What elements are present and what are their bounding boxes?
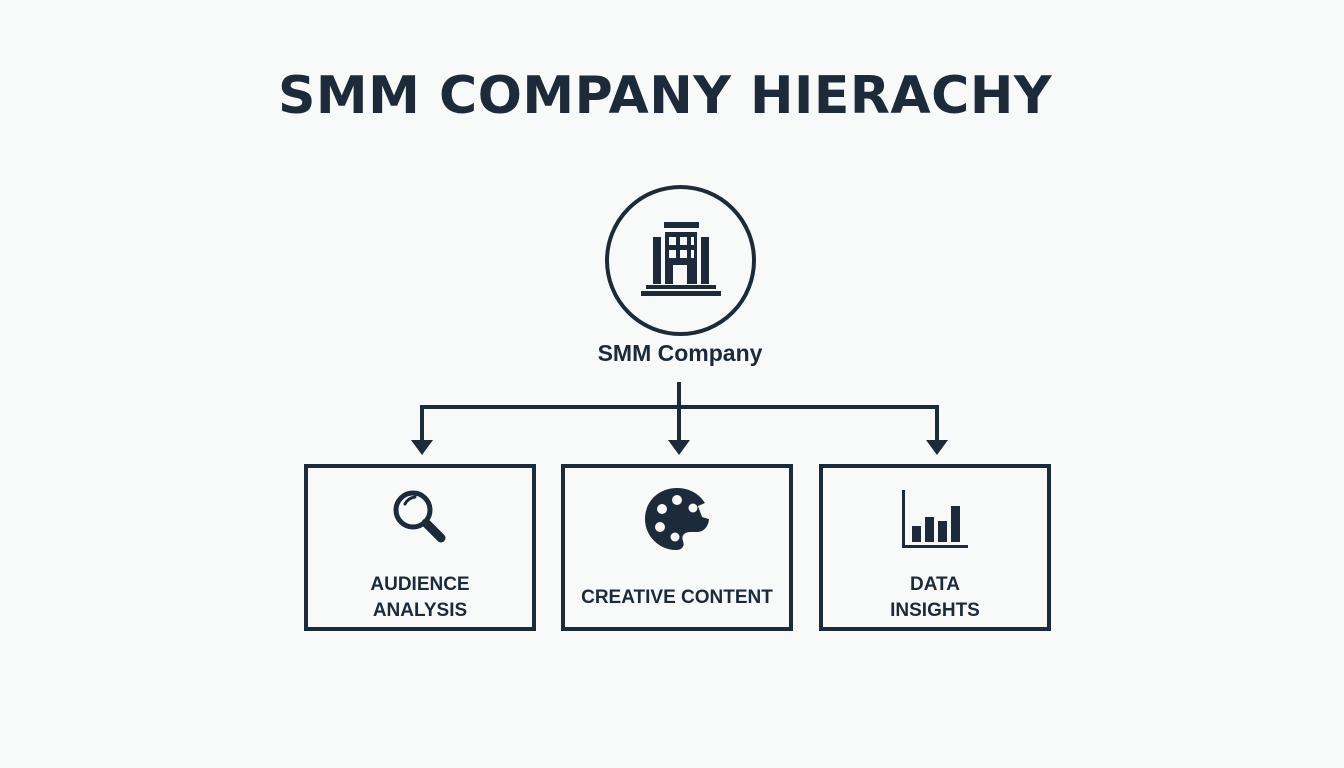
arrowhead-middle xyxy=(668,440,690,455)
palette-icon xyxy=(645,488,712,550)
label-line: AUDIENCE xyxy=(370,574,470,595)
label-line: DATA xyxy=(910,574,960,595)
node-label-creative-content: CREATIVE CONTENT xyxy=(571,568,783,628)
root-label: SMM Company xyxy=(597,340,763,366)
label-line: ANALYSIS xyxy=(372,600,468,621)
arrowhead-left xyxy=(411,440,433,455)
bar-chart-icon xyxy=(902,490,968,548)
node-creative-content: CREATIVE CONTENT xyxy=(561,464,793,631)
arrowhead-right xyxy=(926,440,948,455)
node-label-audience-analysis: AUDIENCE ANALYSIS xyxy=(314,568,526,628)
building-icon xyxy=(641,222,721,296)
node-label-data-insights: DATA INSIGHTS xyxy=(829,568,1041,628)
magnifying-glass-icon xyxy=(393,490,446,543)
node-audience-analysis: AUDIENCE ANALYSIS xyxy=(304,464,536,631)
label-line: INSIGHTS xyxy=(890,600,980,621)
root-node xyxy=(605,185,756,336)
diagram-title: SMM COMPANY HIERACHY xyxy=(277,66,1053,126)
node-data-insights: DATA INSIGHTS xyxy=(819,464,1051,631)
label-line: CREATIVE CONTENT xyxy=(581,587,773,608)
